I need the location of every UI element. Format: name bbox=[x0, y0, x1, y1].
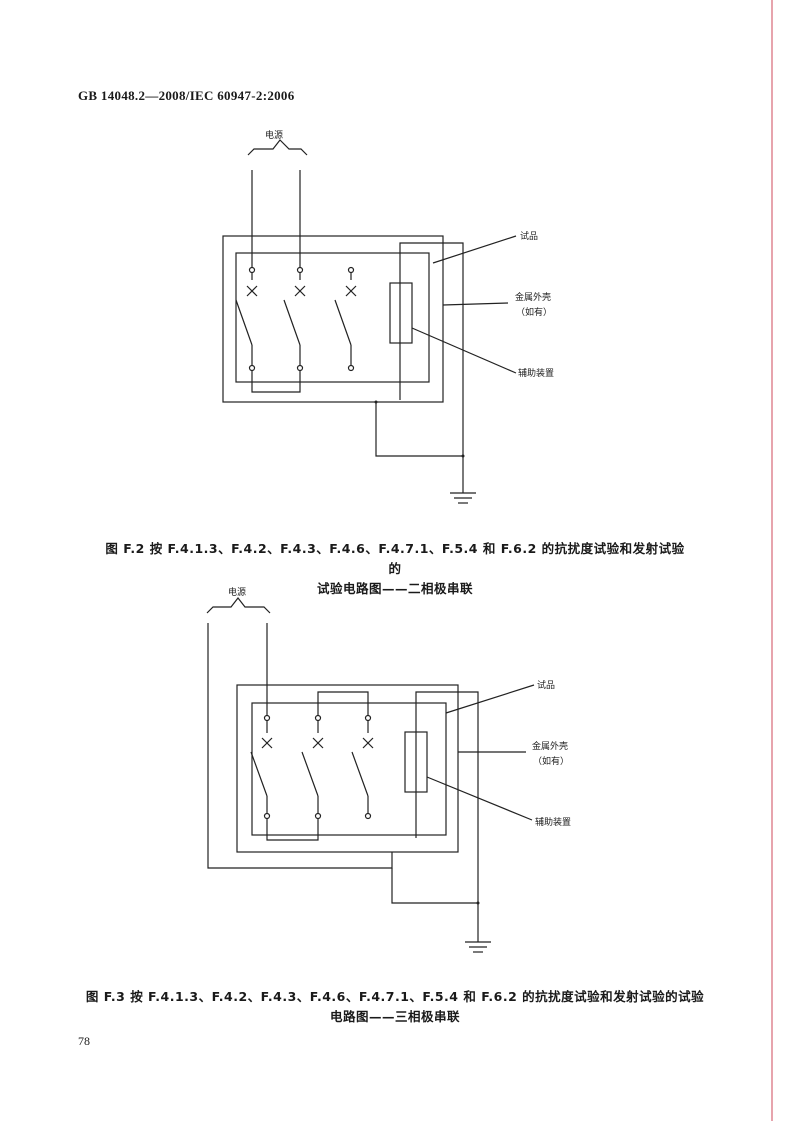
sample-label: 试品 bbox=[520, 230, 538, 242]
auxiliary-device-frame bbox=[415, 691, 479, 838]
caption-line: 试验电路图——二相极串联 bbox=[316, 581, 473, 596]
test-sample-box bbox=[251, 702, 447, 836]
test-sample-box bbox=[235, 252, 430, 383]
power-source-symbol bbox=[206, 597, 271, 614]
power-source-symbol bbox=[247, 139, 308, 156]
auxiliary-device-frame bbox=[399, 242, 464, 400]
enclosure-label: 金属外壳 bbox=[515, 291, 551, 303]
auxiliary-component bbox=[404, 731, 428, 793]
enclosure-note: （如有） bbox=[516, 306, 552, 318]
caption-line: 图 F.3 按 F.4.1.3、F.4.2、F.4.3、F.4.6、F.4.7.… bbox=[85, 989, 705, 1004]
figure-caption-f3: 图 F.3 按 F.4.1.3、F.4.2、F.4.3、F.4.6、F.4.7.… bbox=[70, 987, 720, 1027]
enclosure-note: （如有） bbox=[533, 755, 569, 767]
metal-enclosure bbox=[236, 684, 459, 853]
enclosure-label: 金属外壳 bbox=[532, 740, 568, 752]
caption-line: 图 F.2 按 F.4.1.3、F.4.2、F.4.3、F.4.6、F.4.7.… bbox=[105, 541, 685, 576]
caption-line: 电路图——三相极串联 bbox=[329, 1009, 460, 1024]
auxiliary-label: 辅助装置 bbox=[535, 816, 571, 828]
metal-enclosure bbox=[222, 235, 444, 403]
page-margin-line bbox=[771, 0, 773, 1121]
power-label: 电源 bbox=[265, 129, 283, 141]
power-label: 电源 bbox=[228, 586, 246, 598]
figure-caption-f2: 图 F.2 按 F.4.1.3、F.4.2、F.4.3、F.4.6、F.4.7.… bbox=[100, 539, 690, 599]
page-number: 78 bbox=[78, 1034, 90, 1048]
auxiliary-label: 辅助装置 bbox=[518, 367, 554, 379]
sample-label: 试品 bbox=[537, 679, 555, 691]
circuit-diagram-f2: 电源 试品 金属外壳 （如有） 辅助装置 bbox=[222, 129, 554, 504]
standard-number: GB 14048.2—2008/IEC 60947-2:2006 bbox=[78, 88, 295, 103]
auxiliary-component bbox=[389, 282, 413, 344]
